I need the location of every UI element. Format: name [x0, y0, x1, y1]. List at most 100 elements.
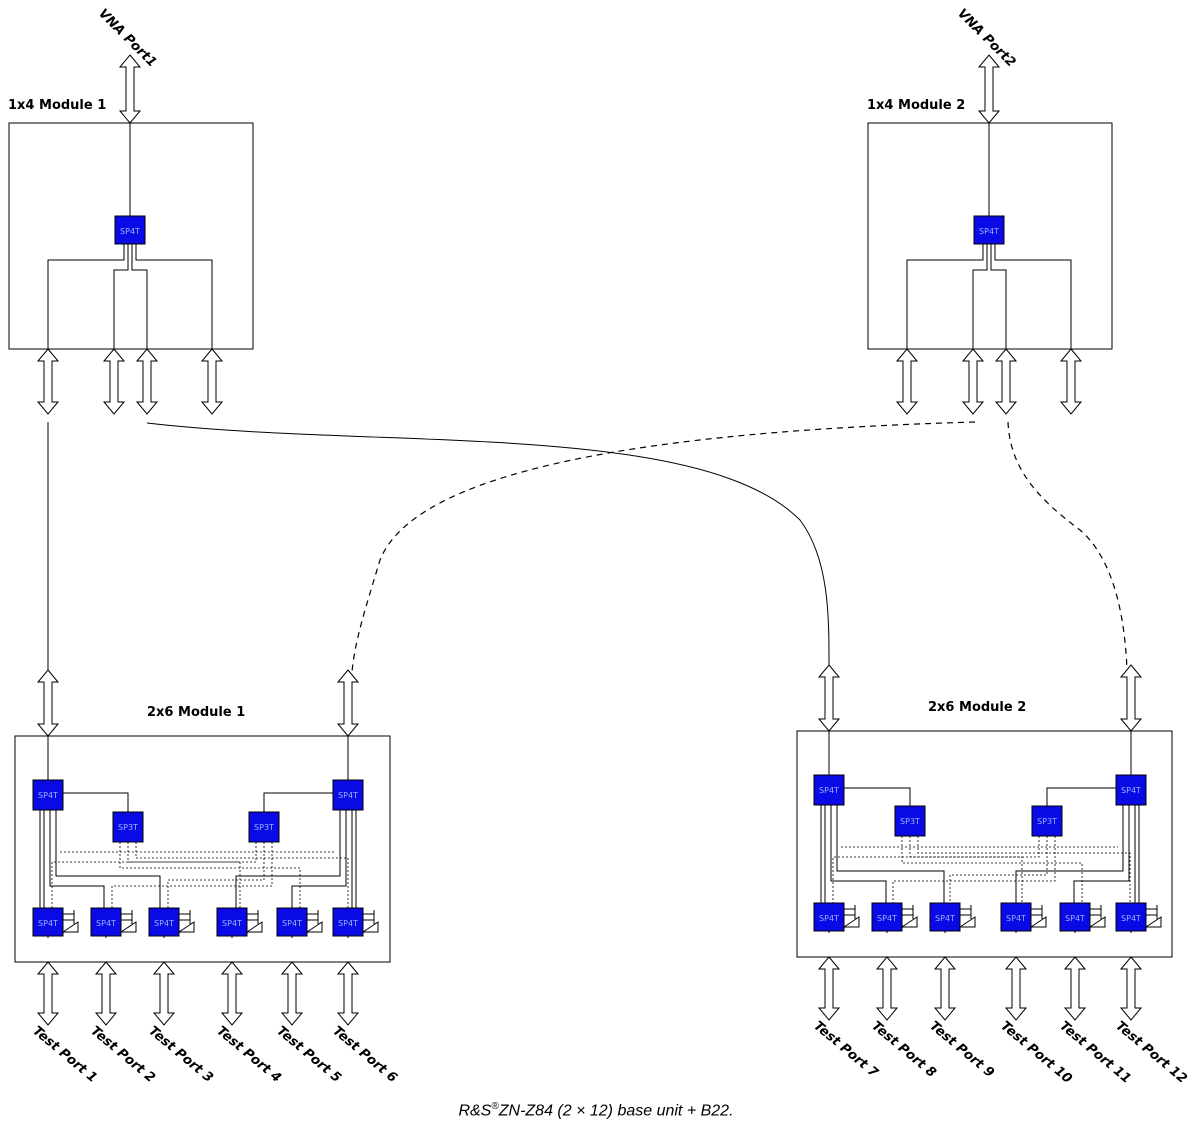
- bidirectional-arrow-icon: [1063, 956, 1087, 1021]
- sp4t-label: SP4T: [1121, 914, 1141, 923]
- termination-icon: [1029, 905, 1047, 928]
- sp4t-label: SP4T: [120, 227, 140, 236]
- termination-icon: [245, 910, 263, 933]
- caption-reg: ®: [491, 1101, 499, 1112]
- sp4t-label: SP4T: [979, 227, 999, 236]
- sp4t-label: SP4T: [1121, 786, 1141, 795]
- sp3t-switch: [112, 811, 144, 843]
- optional-connection-line: [1007, 421, 1128, 671]
- bidirectional-arrow-icon: [1119, 956, 1143, 1021]
- bidirectional-arrow-icon: [933, 956, 957, 1021]
- bidirectional-arrow-icon: [118, 54, 142, 124]
- termination-icon: [119, 910, 137, 933]
- sp4t-switch: [1059, 902, 1091, 932]
- sp4t-switch: [1115, 774, 1147, 806]
- termination-icon: [1088, 905, 1106, 928]
- sp3t-switch: [248, 811, 280, 843]
- bidirectional-arrow-icon: [200, 348, 224, 415]
- sp4t-label: SP4T: [338, 919, 358, 928]
- sp4t-label: SP4T: [38, 919, 58, 928]
- bidirectional-arrow-icon: [280, 961, 304, 1026]
- sp4t-switch: [929, 902, 961, 932]
- sp3t-switch: [894, 805, 926, 837]
- sp4t-label: SP4T: [1065, 914, 1085, 923]
- termination-icon: [900, 905, 918, 928]
- sp4t-label: SP4T: [282, 919, 302, 928]
- sp3t-label: SP3T: [118, 823, 138, 832]
- figure-caption: R&S®ZN-Z84 (2 × 12) base unit + B22.: [0, 1101, 1192, 1120]
- bidirectional-arrow-icon: [977, 54, 1001, 124]
- termination-icon: [361, 910, 379, 933]
- module-1x4-1-label: 1x4 Module 1: [8, 98, 106, 113]
- bidirectional-arrow-icon: [36, 348, 60, 415]
- sp4t-label: SP4T: [338, 791, 358, 800]
- bottom-switch-row: SP4T SP4T SP4T SP4T SP4T SP4T: [813, 902, 1162, 933]
- bidirectional-arrow-icon: [336, 961, 360, 1026]
- bidirectional-arrow-icon: [94, 961, 118, 1026]
- module-2x6-1-label: 2x6 Module 1: [147, 705, 245, 720]
- port-arrows: [36, 54, 1143, 1026]
- module-1x4-2: 1x4 Module 2 SP4T: [867, 98, 1113, 350]
- sp4t-switch: [332, 779, 364, 811]
- sp4t-switch: [32, 907, 64, 937]
- termination-icon: [305, 910, 323, 933]
- bidirectional-arrow-icon: [152, 961, 176, 1026]
- sp4t-label: SP4T: [935, 914, 955, 923]
- sp4t-switch: [114, 215, 146, 245]
- sp4t-switch: [973, 215, 1005, 245]
- sp4t-switch: [148, 907, 180, 937]
- bidirectional-arrow-icon: [36, 669, 60, 737]
- sp4t-switch: [813, 774, 845, 806]
- bidirectional-arrow-icon: [102, 348, 126, 415]
- bidirectional-arrow-icon: [961, 348, 985, 415]
- sp4t-label: SP4T: [1006, 914, 1026, 923]
- termination-icon: [61, 910, 79, 933]
- test-port-label: Test Port 9: [926, 1019, 996, 1081]
- bidirectional-arrow-icon: [1059, 348, 1083, 415]
- sp4t-switch: [332, 907, 364, 937]
- bidirectional-arrow-icon: [994, 348, 1018, 415]
- module-1x4-1: 1x4 Module 1 SP4T: [8, 98, 254, 350]
- sp3t-label: SP3T: [900, 817, 920, 826]
- bidirectional-arrow-icon: [875, 956, 899, 1021]
- connection-line: [146, 422, 830, 671]
- caption-text: ZN-Z84 (2 × 12) base unit + B22.: [498, 1102, 734, 1120]
- termination-icon: [842, 905, 860, 928]
- optional-connection-line: [351, 421, 976, 673]
- termination-icon: [177, 910, 195, 933]
- sp4t-label: SP4T: [819, 786, 839, 795]
- bidirectional-arrow-icon: [895, 348, 919, 415]
- bidirectional-arrow-icon: [220, 961, 244, 1026]
- termination-icon: [1144, 905, 1162, 928]
- bidirectional-arrow-icon: [135, 348, 159, 415]
- bidirectional-arrow-icon: [817, 956, 841, 1021]
- bidirectional-arrow-icon: [1119, 664, 1143, 732]
- sp4t-label: SP4T: [96, 919, 116, 928]
- sp4t-switch: [1000, 902, 1032, 932]
- module-1x4-2-label: 1x4 Module 2: [867, 98, 965, 113]
- bottom-switch-row: SP4T SP4T SP4T SP4T SP4T SP4T: [32, 907, 379, 938]
- test-port-label: Test Port 3: [145, 1024, 215, 1086]
- caption-brand: R&S: [458, 1102, 492, 1120]
- sp4t-label: SP4T: [877, 914, 897, 923]
- sp3t-switch: [1031, 805, 1063, 837]
- sp4t-label: SP4T: [819, 914, 839, 923]
- test-port-label: Test Port 4: [213, 1024, 283, 1086]
- bidirectional-arrow-icon: [36, 961, 60, 1026]
- termination-icon: [958, 905, 976, 928]
- sp4t-label: SP4T: [222, 919, 242, 928]
- bidirectional-arrow-icon: [336, 669, 360, 737]
- sp4t-label: SP4T: [154, 919, 174, 928]
- bidirectional-arrow-icon: [1004, 956, 1028, 1021]
- sp3t-label: SP3T: [254, 823, 274, 832]
- bidirectional-arrow-icon: [817, 664, 841, 732]
- sp4t-switch: [813, 902, 845, 932]
- module-2x6-2-label: 2x6 Module 2: [928, 700, 1026, 715]
- sp3t-label: SP3T: [1037, 817, 1057, 826]
- sp4t-label: SP4T: [38, 791, 58, 800]
- sp4t-switch: [32, 779, 64, 811]
